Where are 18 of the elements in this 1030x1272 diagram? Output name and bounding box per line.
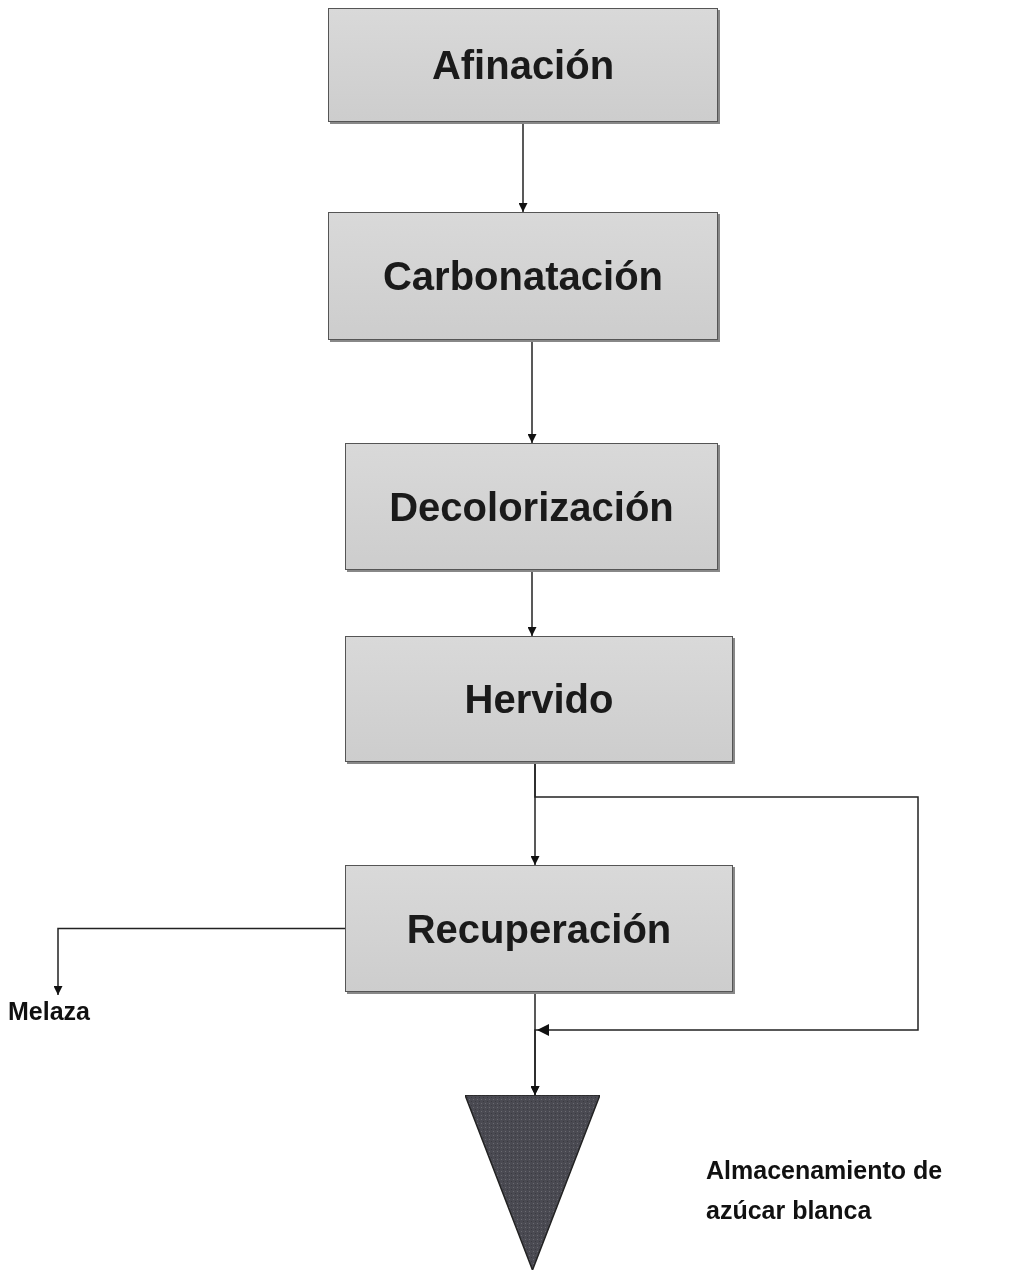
process-box: [328, 8, 718, 122]
arrow: [527, 339, 537, 444]
arrow: [530, 761, 919, 1096]
process-label: Recuperación: [406, 905, 672, 953]
process-box: [345, 865, 733, 992]
arrow: [53, 927, 346, 996]
process-label: Decolorización: [389, 483, 674, 531]
process-box: [345, 636, 733, 762]
process-box: [328, 212, 718, 340]
arrow: [518, 121, 528, 213]
process-label: Hervido: [464, 676, 614, 723]
process-label: Carbonatación: [382, 253, 663, 300]
storage-triangle: [465, 1095, 600, 1270]
arrow: [527, 569, 537, 637]
storage-label: Almacenamiento de azúcar blanca: [706, 1155, 944, 1226]
process-box: [345, 443, 718, 570]
process-label: Afinación: [431, 42, 615, 89]
output-label: Melaza: [8, 995, 128, 1029]
